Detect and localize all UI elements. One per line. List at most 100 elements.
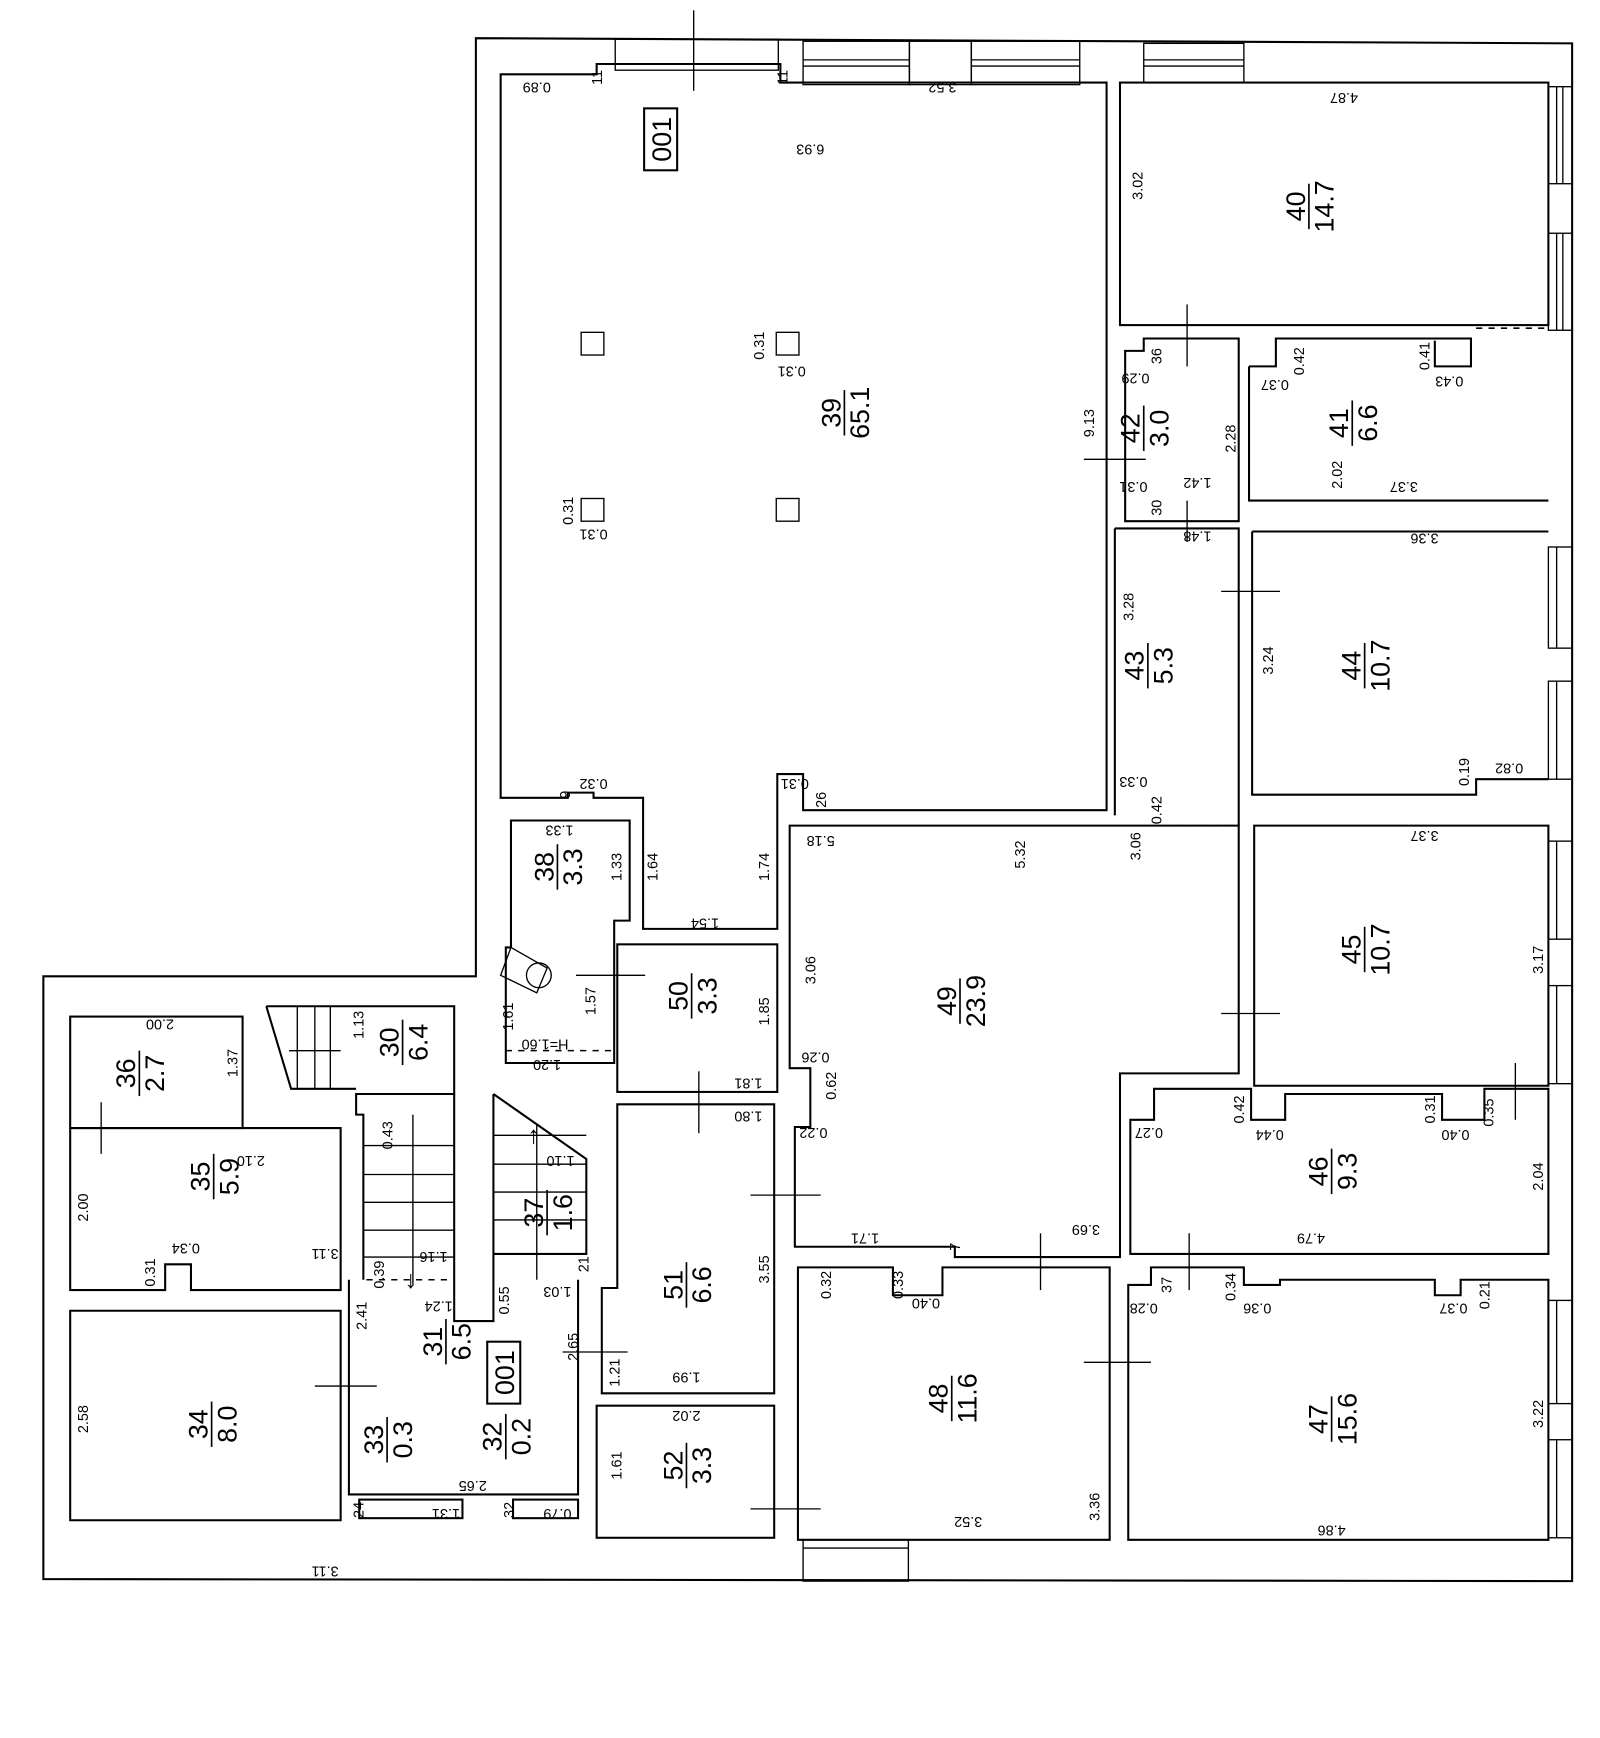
room-label: 330.3 xyxy=(359,1417,418,1463)
dimension-label: 26 xyxy=(814,792,830,808)
door-gap-dashes xyxy=(366,327,1549,1281)
dimension-label: 37 xyxy=(1160,1277,1176,1293)
room-area: 14.7 xyxy=(1310,180,1340,232)
arrow-down-icon: ↓ xyxy=(405,1267,417,1294)
room-area: 6.5 xyxy=(447,1323,477,1360)
dimension-label: 3.55 xyxy=(757,1255,773,1283)
dimension-label: 0.26 xyxy=(801,1049,829,1065)
room-number: 49 xyxy=(932,986,962,1016)
room-number: 51 xyxy=(658,1270,688,1300)
dimension-label: 2.02 xyxy=(1330,461,1346,489)
staircase-down xyxy=(289,1006,455,1285)
dimension-label: 3.28 xyxy=(1121,593,1137,621)
room-label: 362.7 xyxy=(111,1050,170,1097)
dimension-label: 0.41 xyxy=(1418,342,1434,370)
room-number: 33 xyxy=(359,1425,389,1455)
dimension-label: 0.55 xyxy=(497,1286,513,1314)
dimension-label: 2.02 xyxy=(672,1407,700,1423)
dimension-label: 0.33 xyxy=(1119,773,1147,789)
room-area: 3.3 xyxy=(558,848,588,885)
dimension-label: 1.61 xyxy=(609,1451,625,1479)
dimension-label: 1.61 xyxy=(501,1003,517,1031)
dimension-label: 1.10 xyxy=(546,1152,574,1168)
dimension-label: 2.10 xyxy=(237,1152,265,1168)
dimension-label: 7 xyxy=(948,1243,964,1251)
dimension-label: 1.54 xyxy=(691,915,719,931)
window-right xyxy=(1547,86,1573,1539)
dimension-label: 0.34 xyxy=(1224,1273,1240,1301)
window-top xyxy=(614,10,1245,91)
dimension-label: 0.31 xyxy=(1423,1095,1439,1123)
dimension-label: 3.52 xyxy=(928,79,956,95)
dimension-label: 32 xyxy=(502,1502,518,1518)
dimension-label: 0.31 xyxy=(1119,478,1147,494)
dimension-label: 4.79 xyxy=(1297,1229,1325,1245)
dimension-label: 1.21 xyxy=(607,1359,623,1387)
dimension-label: 0.29 xyxy=(1121,370,1149,386)
room-number: 41 xyxy=(1324,408,1354,438)
door-marks xyxy=(100,304,1517,1510)
room-number: 45 xyxy=(1337,935,1367,965)
room-area: 65.1 xyxy=(845,387,875,439)
dimension-label: 0.34 xyxy=(172,1240,200,1256)
inventory-tag: 001 xyxy=(486,1340,522,1405)
room-area: 15.6 xyxy=(1332,1393,1362,1445)
dimension-label: 9.13 xyxy=(1082,409,1098,437)
room-number: 38 xyxy=(529,852,559,882)
dimension-label: 0.42 xyxy=(1149,796,1165,824)
dimension-label: 1.24 xyxy=(425,1297,453,1313)
dimension-label: 4.86 xyxy=(1318,1521,1346,1537)
room-area: 6.6 xyxy=(1353,405,1383,442)
room-number: 32 xyxy=(478,1422,508,1452)
dimension-label: 1.57 xyxy=(584,987,600,1015)
room-number: 36 xyxy=(111,1058,141,1088)
dimension-label: 1.20 xyxy=(533,1056,561,1072)
dimension-label: 3.17 xyxy=(1531,946,1547,974)
dimension-label: 0.22 xyxy=(799,1124,827,1140)
dimension-label: 1.03 xyxy=(543,1283,571,1299)
dimension-label: 0.37 xyxy=(1261,376,1289,392)
arrow-up-icon: ↑ xyxy=(527,1123,539,1150)
room-label: 503.3 xyxy=(663,973,722,1019)
room-area: 3.3 xyxy=(687,1447,717,1484)
dimension-label: 0.42 xyxy=(1232,1095,1248,1123)
room-number: 42 xyxy=(1116,413,1146,443)
room-number: 37 xyxy=(519,1198,549,1228)
dimension-label: 0.89 xyxy=(523,79,551,95)
room-label: 469.3 xyxy=(1303,1148,1362,1195)
room-area: 0.2 xyxy=(507,1418,537,1455)
dimension-label: 0.31 xyxy=(752,332,768,360)
room-label: 523.3 xyxy=(658,1442,717,1489)
dimension-label: 1.71 xyxy=(851,1229,879,1245)
room-number: 47 xyxy=(1303,1404,1333,1434)
room-number: 46 xyxy=(1303,1156,1333,1186)
dimension-label: 0.43 xyxy=(1435,373,1463,389)
dimension-label: 2.65 xyxy=(459,1477,487,1493)
room-number: 39 xyxy=(816,398,846,428)
dimension-label: 1.33 xyxy=(545,822,573,838)
room-area: 6.4 xyxy=(403,1024,433,1061)
room-number: 35 xyxy=(186,1162,216,1192)
room-label: 416.6 xyxy=(1324,400,1383,446)
dimension-label: 36 xyxy=(1149,348,1165,364)
dimension-label: 0.28 xyxy=(1130,1300,1158,1316)
dimension-label: 0.79 xyxy=(543,1505,571,1521)
dimension-label: 0.40 xyxy=(1441,1126,1469,1142)
dimension-label: 30 xyxy=(1149,500,1165,516)
room-area: 8.0 xyxy=(212,1406,242,1443)
room-number: 48 xyxy=(924,1384,954,1414)
room-number: 44 xyxy=(1337,651,1367,681)
room-area: 5.9 xyxy=(214,1158,244,1195)
room-label: 423.0 xyxy=(1116,405,1175,452)
room-label: 383.3 xyxy=(529,844,588,890)
dimension-label: 2.58 xyxy=(76,1405,92,1433)
room-area: 3.3 xyxy=(692,977,722,1014)
dimension-label: 0.82 xyxy=(1495,760,1523,776)
dimension-label: 1.16 xyxy=(419,1248,447,1264)
dimension-label: 0.31 xyxy=(561,497,577,525)
